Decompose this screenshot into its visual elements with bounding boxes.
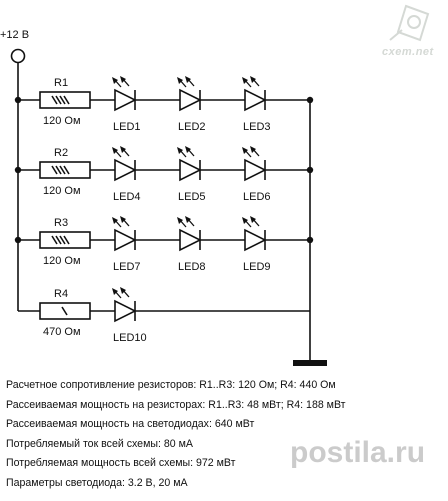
resistor-name: R1 bbox=[54, 77, 68, 89]
led-label: LED2 bbox=[178, 121, 206, 133]
note-resistance: Расчетное сопротивление резисторов: R1..… bbox=[6, 379, 336, 391]
led-arrow-head bbox=[120, 287, 126, 294]
led-symbol bbox=[244, 158, 267, 182]
junction-dot bbox=[306, 236, 314, 244]
ground-symbol bbox=[293, 360, 327, 366]
led-arrow-head bbox=[250, 216, 256, 223]
resistor-hatch bbox=[55, 235, 62, 245]
resistor-name: R4 bbox=[54, 288, 68, 300]
resistor-hatch bbox=[61, 306, 68, 316]
watermark: postila.ru bbox=[290, 436, 426, 469]
led-symbol bbox=[244, 88, 267, 112]
resistor-body bbox=[39, 231, 91, 249]
led-label: LED1 bbox=[113, 121, 141, 133]
logo-icon bbox=[389, 4, 430, 42]
resistor-value: 470 Ом bbox=[43, 326, 81, 338]
resistor-hatch bbox=[59, 235, 66, 245]
led-symbol bbox=[114, 88, 137, 112]
led-arrow-head bbox=[250, 146, 256, 153]
circuit-row: R4 470 Ом LED10 bbox=[18, 287, 310, 344]
led-arrow-head bbox=[112, 77, 118, 84]
site-logo: cxem.net bbox=[370, 2, 440, 62]
led-arrow-head bbox=[177, 77, 183, 84]
circuit-row: R3 120 Ом LED7 LED8 LED9 bbox=[14, 216, 314, 273]
led-symbol bbox=[179, 228, 202, 252]
led-symbol bbox=[114, 158, 137, 182]
led-symbol bbox=[244, 228, 267, 252]
led-arrow-head bbox=[112, 288, 118, 295]
led-symbol bbox=[114, 299, 137, 323]
led-arrow-head bbox=[112, 217, 118, 224]
led-label: LED10 bbox=[113, 332, 147, 344]
resistor-hatch bbox=[63, 235, 70, 245]
circuit-row: R2 120 Ом LED4 LED5 LED6 bbox=[14, 146, 314, 203]
led-label: LED9 bbox=[243, 261, 271, 273]
resistor-hatch bbox=[63, 165, 70, 175]
resistor-hatch bbox=[51, 95, 58, 105]
led-arrow-head bbox=[177, 217, 183, 224]
resistor-hatch bbox=[51, 165, 58, 175]
resistor-name: R2 bbox=[54, 147, 68, 159]
led-label: LED7 bbox=[113, 261, 141, 273]
led-arrow-head bbox=[242, 147, 248, 154]
led-label: LED3 bbox=[243, 121, 271, 133]
circuit-row: R1 120 Ом LED1 LED2 LED3 bbox=[14, 76, 314, 133]
resistor-value: 120 Ом bbox=[43, 255, 81, 267]
led-arrow-head bbox=[120, 216, 126, 223]
led-arrow-head bbox=[112, 147, 118, 154]
junction-dot bbox=[306, 166, 314, 174]
led-arrow-head bbox=[250, 76, 256, 83]
led-symbol bbox=[114, 228, 137, 252]
led-label: LED6 bbox=[243, 191, 271, 203]
resistor-hatch bbox=[59, 95, 66, 105]
led-arrow-head bbox=[185, 146, 191, 153]
resistor-hatch bbox=[55, 95, 62, 105]
led-arrow-head bbox=[120, 76, 126, 83]
resistor-hatch bbox=[51, 235, 58, 245]
resistor-body bbox=[39, 91, 91, 109]
note-total-power: Потребляемая мощность всей схемы: 972 мВ… bbox=[6, 457, 236, 470]
resistor-name: R3 bbox=[54, 217, 68, 229]
led-arrow-head bbox=[120, 146, 126, 153]
resistor-value: 120 Ом bbox=[43, 185, 81, 197]
junction-dot bbox=[306, 96, 314, 104]
note-resistor-power: Рассеиваемая мощность на резисторах: R1.… bbox=[6, 398, 346, 411]
resistor-value: 120 Ом bbox=[43, 115, 81, 127]
resistor-body bbox=[39, 161, 91, 179]
led-symbol bbox=[179, 88, 202, 112]
note-led-power: Рассеиваемая мощность на светодиодах: 64… bbox=[6, 418, 255, 431]
led-arrow-head bbox=[242, 77, 248, 84]
note-total-current: Потребляемый ток всей схемы: 80 мА bbox=[6, 437, 193, 450]
resistor-hatch bbox=[59, 165, 66, 175]
led-arrow-head bbox=[185, 76, 191, 83]
resistor-hatch bbox=[63, 95, 70, 105]
logo-text: cxem.net bbox=[382, 46, 434, 58]
note-led-params: Параметры светодиода: 3.2 В, 20 мА bbox=[6, 476, 188, 489]
led-label: LED8 bbox=[178, 261, 206, 273]
led-arrow-head bbox=[177, 147, 183, 154]
led-label: LED4 bbox=[113, 191, 141, 203]
resistor-hatch bbox=[55, 165, 62, 175]
supply-label: +12 В bbox=[0, 29, 29, 41]
led-arrow-head bbox=[185, 216, 191, 223]
led-label: LED5 bbox=[178, 191, 206, 203]
led-arrow-head bbox=[242, 217, 248, 224]
led-symbol bbox=[179, 158, 202, 182]
supply-terminal bbox=[10, 48, 26, 64]
calculation-notes: Расчетное сопротивление резисторов: R1..… bbox=[6, 376, 442, 494]
